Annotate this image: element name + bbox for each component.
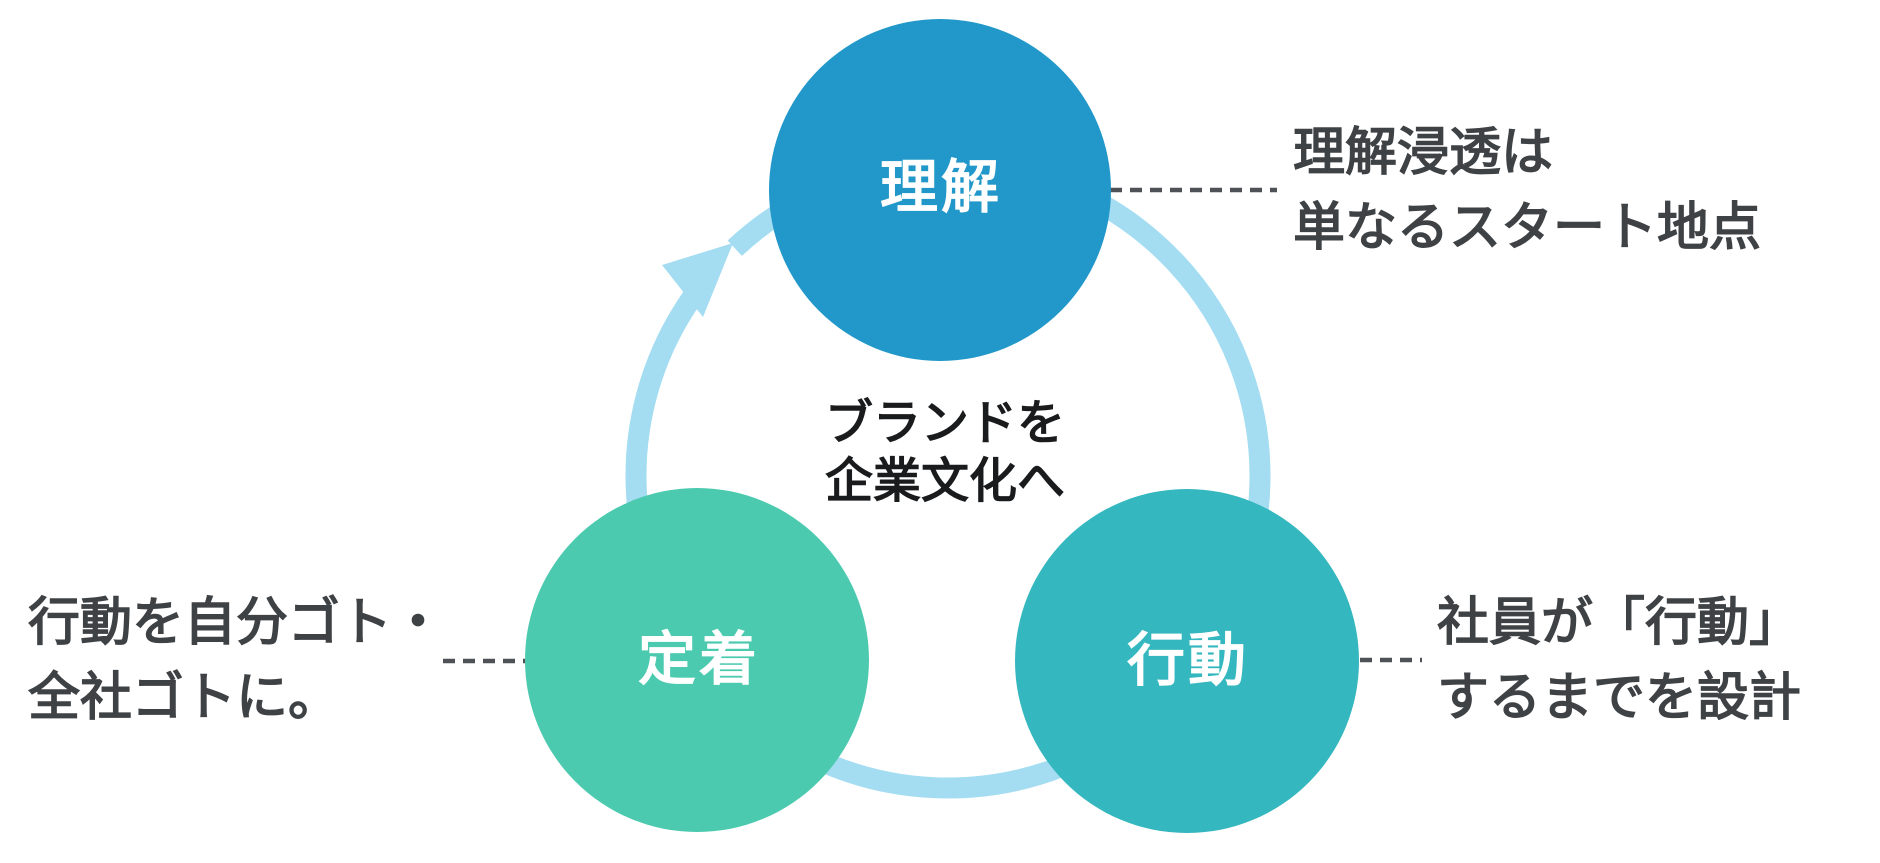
annotation-action-line1: 社員が「行動」 [1437,594,1802,652]
center-message: ブランドを 企業文化へ [825,395,1065,511]
annotation-retention: 行動を自分ゴト・ 全社ゴトに。 [28,586,444,736]
circle-understanding [769,19,1111,361]
cycle-arrowhead-icon [662,243,733,317]
label-understanding: 理解 [879,155,1003,220]
annotation-understanding-line1: 理解浸透は [1293,124,1554,182]
annotation-understanding-line2: 単なるスタート地点 [1293,199,1762,257]
annotation-understanding: 理解浸透は 単なるスタート地点 [1293,116,1761,266]
annotation-retention-line1: 行動を自分ゴト・ [28,594,445,652]
circle-retention [525,488,869,832]
label-retention: 定着 [637,627,761,692]
annotation-retention-line2: 全社ゴトに。 [28,669,341,727]
annotation-action-line2: するまでを設計 [1437,669,1802,727]
label-action: 行動 [1126,628,1250,693]
circle-action [1015,489,1359,833]
center-message-line1: ブランドを [824,397,1066,450]
center-message-line2: 企業文化へ [824,455,1066,508]
annotation-action: 社員が「行動」 するまでを設計 [1437,586,1801,736]
